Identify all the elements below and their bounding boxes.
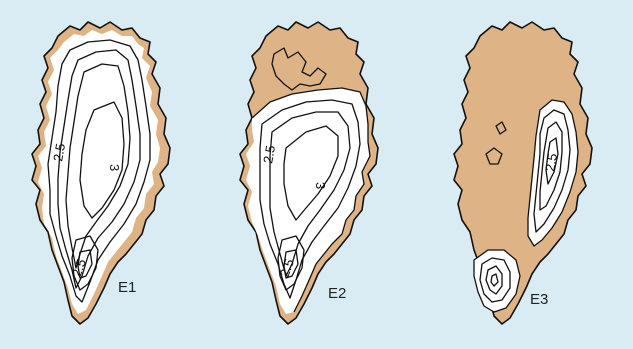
contour-label: 2.5 xyxy=(260,144,278,164)
contour-line xyxy=(473,249,521,313)
contour-line xyxy=(527,99,579,247)
contour-label: 3 xyxy=(107,164,122,171)
contour-line xyxy=(57,49,141,289)
panel-e3: 2.5 E3 xyxy=(453,21,593,325)
panel-e1: 3 2.5 2.5 E1 xyxy=(31,21,171,325)
coastline xyxy=(239,21,379,325)
contour-line xyxy=(277,235,305,291)
contour-line xyxy=(485,265,503,295)
contour-line xyxy=(259,99,361,299)
contour-line xyxy=(269,111,351,277)
panel-label: E1 xyxy=(118,279,136,296)
panel-label: E3 xyxy=(530,291,548,308)
ice-sheet-south xyxy=(474,250,520,312)
contour-line xyxy=(71,235,99,291)
contour-line xyxy=(479,257,511,303)
ice-sheet xyxy=(246,88,370,314)
contour-label: 2.5 xyxy=(69,257,89,279)
contour-line xyxy=(65,63,131,269)
panel-label: E2 xyxy=(328,285,346,302)
contour-line xyxy=(283,249,299,279)
contour-line xyxy=(495,121,507,135)
contour-line xyxy=(79,101,125,219)
contour-line xyxy=(485,147,503,165)
contour-label: 3 xyxy=(313,182,328,189)
contour-label: 2.5 xyxy=(542,152,560,172)
contour-line xyxy=(490,273,499,287)
contour-line xyxy=(545,137,559,185)
coastline xyxy=(31,21,171,325)
contour-line xyxy=(251,87,371,313)
contour-line xyxy=(77,249,93,279)
contour-line xyxy=(539,121,563,211)
coastline xyxy=(453,21,593,325)
contour-label: 2.5 xyxy=(277,257,297,279)
panel-e2: 3 2.5 2.5 E2 xyxy=(239,21,379,325)
contour-label: 2.5 xyxy=(50,142,68,162)
contour-line xyxy=(533,109,571,233)
contour-line xyxy=(283,125,339,221)
contour-line xyxy=(271,47,327,91)
